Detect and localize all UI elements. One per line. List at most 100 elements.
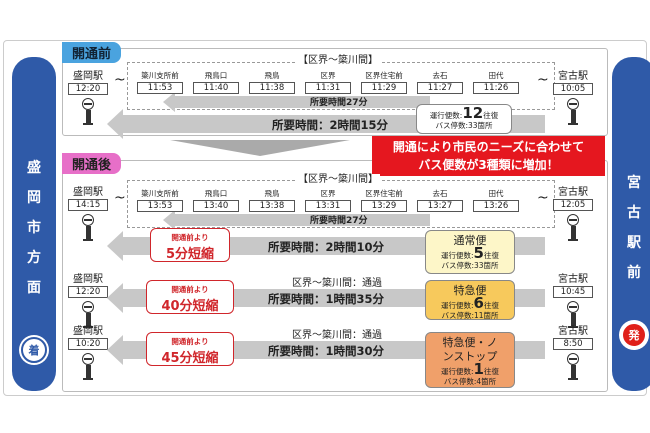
stop-time: 13:53 bbox=[137, 200, 183, 212]
bus-stop-icon bbox=[82, 353, 94, 365]
stop-name: 田代 bbox=[488, 189, 504, 198]
route-duration: 所要時間：1時間35分 bbox=[268, 292, 385, 306]
route-note: 区界～簗川間：通過 bbox=[292, 278, 382, 289]
service-type: 特急便・ノンストップ bbox=[442, 336, 498, 363]
stop-name: 飛鳥口 bbox=[204, 71, 228, 80]
trips-count: 5 bbox=[473, 244, 484, 262]
stop-name: 去石 bbox=[432, 71, 448, 80]
trips-unit: 往復 bbox=[483, 301, 499, 310]
station-time: 14:15 bbox=[68, 199, 108, 211]
time-saved-value: 5分短縮 bbox=[165, 247, 215, 262]
time-saved-badge: 開通前より 45分短縮 bbox=[146, 332, 234, 366]
stop-name: 区界住宅前 bbox=[365, 189, 403, 198]
service-info-box: 特急便・ノンストップ 運行便数:1往復 バス停数:4箇所 bbox=[425, 332, 515, 388]
station-time: 12:20 bbox=[68, 83, 108, 95]
station-name: 宮古駅 bbox=[558, 187, 588, 198]
time-saved-badge: 開通前より 5分短縮 bbox=[150, 228, 230, 262]
dest-stop: 宮古駅 10:45 bbox=[551, 270, 595, 328]
stop-name: 飛鳥口 bbox=[204, 189, 228, 198]
before-section-time: 所要時間27分 bbox=[310, 98, 368, 108]
intermediate-stop: 飛鳥口 13:40 bbox=[190, 188, 242, 212]
intermediate-stop: 簗川支所前 13:53 bbox=[134, 188, 186, 212]
stop-name: 区界住宅前 bbox=[365, 71, 403, 80]
station-name: 盛岡駅 bbox=[73, 274, 103, 285]
stop-time: 13:27 bbox=[417, 200, 463, 212]
right-char: 古 bbox=[627, 205, 641, 221]
highlight-banner: 開通により市民のニーズに合わせて バス便数が3種類に増加！ bbox=[372, 136, 605, 176]
stop-name: 簗川支所前 bbox=[141, 189, 179, 198]
stops-count: バス停数:33箇所 bbox=[441, 261, 499, 270]
bus-stop-icon bbox=[82, 98, 94, 110]
stop-time: 13:40 bbox=[193, 200, 239, 212]
before-section-label: 【区界～簗川間】 bbox=[296, 55, 380, 67]
left-char: 市 bbox=[27, 220, 41, 236]
left-char: 面 bbox=[27, 280, 41, 296]
trips-label: 運行便数: bbox=[441, 301, 474, 310]
after-section-time: 所要時間27分 bbox=[310, 216, 368, 226]
bus-stop-icon bbox=[567, 301, 579, 313]
tilde: ~ bbox=[537, 72, 549, 88]
stop-name: 田代 bbox=[488, 71, 504, 80]
bus-stop-icon bbox=[82, 214, 94, 226]
origin-stop: 盛岡駅 12:20 bbox=[66, 67, 110, 125]
before-info-box: 運行便数:12往復 バス停数:33箇所 bbox=[416, 104, 512, 134]
dest-stop: 宮古駅 10:05 bbox=[551, 67, 595, 125]
station-time: 12:20 bbox=[68, 286, 108, 298]
service-type: 通常便 bbox=[453, 234, 487, 247]
stop-time: 11:38 bbox=[249, 82, 295, 94]
route-duration: 所要時間：2時間10分 bbox=[268, 240, 385, 254]
station-name: 盛岡駅 bbox=[73, 187, 103, 198]
station-name: 盛岡駅 bbox=[73, 326, 103, 337]
route-note: 区界～簗川間：通過 bbox=[292, 330, 382, 341]
station-time: 10:45 bbox=[553, 286, 593, 298]
trips-unit: 往復 bbox=[483, 251, 499, 260]
stop-time: 11:26 bbox=[473, 82, 519, 94]
before-title: 開通前 bbox=[62, 42, 122, 63]
service-info-box: 通常便 運行便数:5往復 バス停数:33箇所 bbox=[425, 230, 515, 274]
time-saved-label: 開通前より bbox=[171, 285, 209, 294]
station-time: 8:50 bbox=[553, 338, 593, 350]
stop-time: 13:31 bbox=[305, 200, 351, 212]
trips-unit: 往復 bbox=[483, 367, 499, 376]
stop-time: 11:31 bbox=[305, 82, 351, 94]
service-type: 特急便 bbox=[453, 284, 487, 297]
trips-label: 運行便数: bbox=[441, 251, 474, 260]
dest-stop: 宮古駅 12:05 bbox=[551, 183, 595, 241]
stop-time: 13:29 bbox=[361, 200, 407, 212]
departure-badge: 発 bbox=[621, 322, 647, 348]
bus-stop-icon bbox=[567, 353, 579, 365]
time-saved-label: 開通前より bbox=[171, 337, 209, 346]
bus-stop-icon bbox=[567, 98, 579, 110]
intermediate-stop: 飛鳥口 11:40 bbox=[190, 70, 242, 94]
before-duration: 所要時間：2時間15分 bbox=[272, 118, 389, 132]
after-title: 開通後 bbox=[62, 153, 122, 174]
stop-name: 区界 bbox=[320, 71, 336, 80]
stop-time: 11:40 bbox=[193, 82, 239, 94]
right-char: 駅 bbox=[627, 235, 641, 251]
stop-name: 区界 bbox=[320, 189, 336, 198]
arrival-badge: 着 bbox=[21, 337, 47, 363]
trips-count: 12 bbox=[462, 104, 484, 122]
after-section-label: 【区界～簗川間】 bbox=[296, 174, 380, 186]
origin-stop: 盛岡駅 10:20 bbox=[66, 322, 110, 380]
station-time: 10:20 bbox=[68, 338, 108, 350]
stop-name: 簗川支所前 bbox=[141, 71, 179, 80]
right-char: 宮 bbox=[627, 175, 641, 191]
stop-time: 13:38 bbox=[249, 200, 295, 212]
origin-stop: 盛岡駅 12:20 bbox=[66, 270, 110, 328]
trips-unit: 往復 bbox=[483, 111, 499, 120]
tilde: ~ bbox=[114, 72, 126, 88]
trips-label: 運行便数: bbox=[429, 111, 463, 120]
intermediate-stop: 区界 11:31 bbox=[302, 70, 354, 94]
banner-line1: 開通により市民のニーズに合わせて bbox=[392, 140, 585, 154]
station-name: 宮古駅 bbox=[558, 326, 588, 337]
intermediate-stop: 区界住宅前 13:29 bbox=[358, 188, 410, 212]
left-char: 盛 bbox=[27, 160, 41, 176]
stop-name: 飛鳥 bbox=[264, 71, 280, 80]
down-arrow-icon bbox=[170, 140, 350, 156]
